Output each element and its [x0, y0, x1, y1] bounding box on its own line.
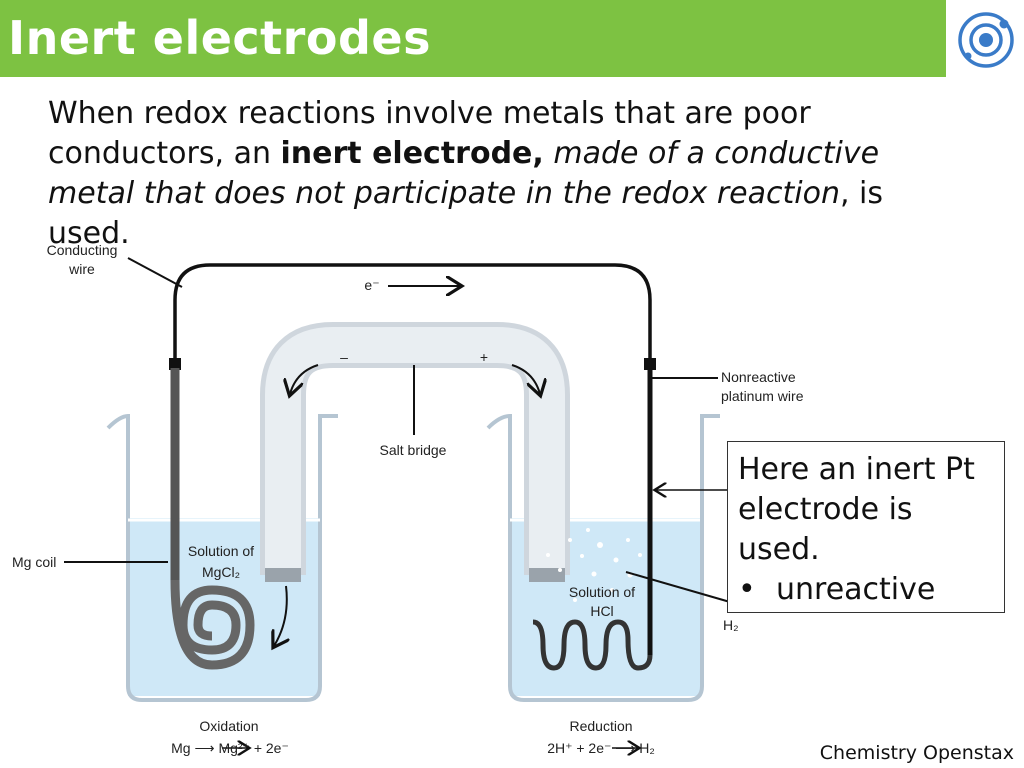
- left-solution-formula: MgCl₂: [202, 564, 240, 580]
- footer-credit: Chemistry Openstax: [819, 742, 1014, 764]
- mg-coil: [170, 368, 255, 670]
- salt-bridge-label: Salt bridge: [380, 442, 447, 458]
- title-bar: Inert electrodes: [0, 0, 946, 77]
- hydrogen-bubbles: [546, 528, 642, 612]
- salt-bridge: [260, 322, 570, 646]
- callout-text: Here an inert Pt electrode is used.: [738, 452, 975, 567]
- platinum-wire: [532, 368, 653, 671]
- slide-title: Inert electrodes: [8, 11, 431, 65]
- oxidation-label: Oxidation: [199, 718, 258, 734]
- electron-label: e⁻: [364, 277, 379, 293]
- atom-logo-icon: [958, 12, 1014, 68]
- callout-box: Here an inert Pt electrode is used. unre…: [727, 441, 1005, 613]
- reduction-label: Reduction: [569, 718, 632, 734]
- oxidation-equation: Mg ⟶ Mg²⁺ + 2e⁻: [171, 740, 289, 756]
- conducting-wire-label-2: wire: [68, 261, 95, 277]
- left-solution-label: Solution of: [188, 543, 254, 559]
- h2-label: H₂: [723, 617, 739, 633]
- nonreactive-label: Nonreactive: [721, 369, 796, 385]
- mg-coil-label: Mg coil: [12, 554, 56, 570]
- callout-list: unreactive: [738, 570, 994, 610]
- nonreactive-label-2: platinum wire: [721, 388, 804, 404]
- conducting-wire: [173, 263, 652, 365]
- right-solution-formula: HCl: [590, 603, 613, 619]
- plus-sign: +: [480, 349, 488, 365]
- reduction-equation: 2H⁺ + 2e⁻ ⟶ H₂: [547, 740, 655, 756]
- minus-sign: –: [340, 349, 348, 365]
- right-solution-label: Solution of: [569, 584, 635, 600]
- galvanic-cell-diagram: Conducting wire e⁻ – + Salt bridge Nonre…: [12, 242, 804, 756]
- conducting-wire-label: Conducting: [47, 242, 118, 258]
- callout-bullet: unreactive: [738, 570, 994, 610]
- body-text: When redox reactions involve metals that…: [48, 96, 884, 244]
